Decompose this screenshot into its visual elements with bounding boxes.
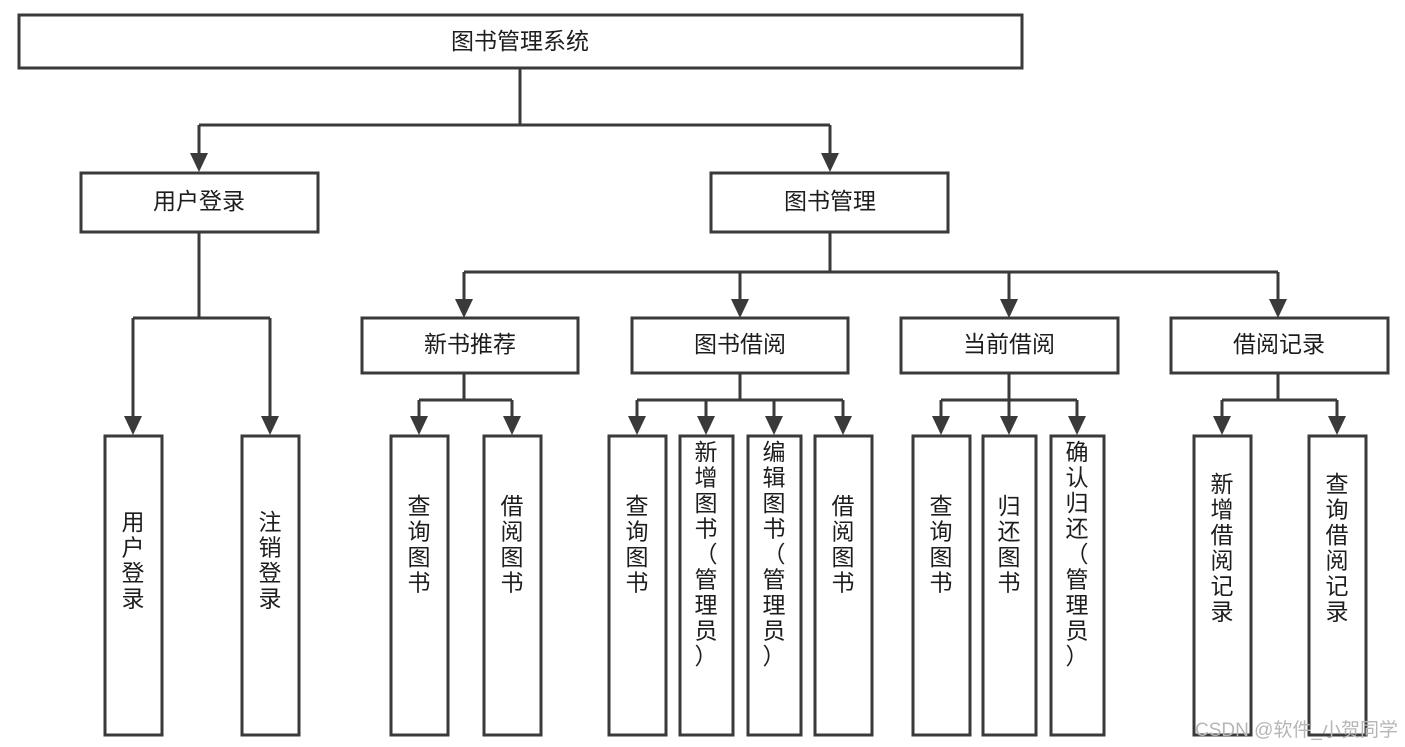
leaf-borrow-edit-book-label: 编辑图书（管理员） bbox=[763, 439, 786, 669]
arrow-icon bbox=[932, 416, 950, 435]
leaf-record-add[interactable]: 新增借阅记录 bbox=[1192, 434, 1253, 737]
node-user-login-label: 用户登录 bbox=[153, 188, 245, 214]
leaf-borrow-borrow-book[interactable]: 借阅图书 bbox=[813, 434, 874, 737]
leaf-borrow-edit-book[interactable]: 编辑图书（管理员） bbox=[746, 434, 803, 737]
node-user-login[interactable]: 用户登录 bbox=[79, 171, 320, 234]
arrow-icon bbox=[1000, 299, 1018, 318]
arrow-icon bbox=[765, 416, 783, 435]
leaf-user-login[interactable]: 用户登录 bbox=[103, 434, 164, 737]
arrow-icon bbox=[455, 299, 473, 318]
leaf-current-confirm-return-label: 确认归还（管理员） bbox=[1066, 439, 1089, 669]
node-book-management-label: 图书管理 bbox=[784, 188, 876, 214]
arrow-icon bbox=[697, 416, 715, 435]
arrow-icon bbox=[1068, 416, 1086, 435]
leaf-borrow-query-book-label: 查询图书 bbox=[626, 493, 649, 596]
leaf-borrow-add-book-label: 新增图书（管理员） bbox=[695, 439, 718, 669]
node-root[interactable]: 图书管理系统 bbox=[17, 13, 1024, 70]
leaf-record-query-label: 查询借阅记录 bbox=[1326, 471, 1349, 625]
leaf-borrow-query-book[interactable]: 查询图书 bbox=[607, 434, 668, 737]
arrow-icon bbox=[834, 416, 852, 435]
node-current-borrow[interactable]: 当前借阅 bbox=[899, 316, 1120, 375]
arrow-icon bbox=[410, 416, 428, 435]
leaf-record-add-label: 新增借阅记录 bbox=[1211, 471, 1234, 625]
leaf-recommend-borrow-book-label: 借阅图书 bbox=[501, 493, 524, 596]
leaf-recommend-borrow-book[interactable]: 借阅图书 bbox=[482, 434, 543, 737]
node-book-borrow[interactable]: 图书借阅 bbox=[630, 316, 850, 375]
node-borrow-record-label: 借阅记录 bbox=[1233, 331, 1325, 357]
csdn-watermark: CSDN @软件_小贺同学 bbox=[1195, 719, 1398, 741]
leaf-recommend-query-book-label: 查询图书 bbox=[408, 493, 431, 596]
arrow-icon bbox=[124, 416, 142, 435]
arrow-icon bbox=[731, 299, 749, 318]
node-new-book-recommend[interactable]: 新书推荐 bbox=[360, 316, 580, 375]
leaf-borrow-borrow-book-label: 借阅图书 bbox=[832, 493, 855, 596]
leaf-current-query-book[interactable]: 查询图书 bbox=[911, 434, 972, 737]
arrow-icon bbox=[1269, 299, 1287, 318]
leaf-borrow-add-book[interactable]: 新增图书（管理员） bbox=[678, 434, 735, 737]
node-borrow-record[interactable]: 借阅记录 bbox=[1169, 316, 1390, 375]
arrow-icon bbox=[628, 416, 646, 435]
node-book-borrow-label: 图书借阅 bbox=[694, 331, 786, 357]
arrow-icon bbox=[821, 153, 839, 172]
leaf-logout[interactable]: 注销登录 bbox=[240, 434, 301, 737]
arrow-icon bbox=[1328, 416, 1346, 435]
leaf-recommend-query-book[interactable]: 查询图书 bbox=[389, 434, 450, 737]
node-new-book-recommend-label: 新书推荐 bbox=[424, 331, 516, 357]
leaf-logout-label: 注销登录 bbox=[259, 509, 282, 612]
arrow-icon bbox=[1213, 416, 1231, 435]
leaf-user-login-label: 用户登录 bbox=[122, 509, 145, 612]
node-book-management[interactable]: 图书管理 bbox=[709, 171, 950, 234]
leaf-record-query[interactable]: 查询借阅记录 bbox=[1307, 434, 1368, 737]
node-root-label: 图书管理系统 bbox=[451, 28, 589, 54]
leaf-current-return-book[interactable]: 归还图书 bbox=[981, 434, 1038, 737]
arrow-icon bbox=[190, 153, 208, 172]
node-current-borrow-label: 当前借阅 bbox=[963, 331, 1055, 357]
leaf-current-confirm-return[interactable]: 确认归还（管理员） bbox=[1049, 434, 1106, 737]
connector-layer bbox=[124, 68, 1346, 435]
leaf-current-return-book-label: 归还图书 bbox=[998, 493, 1021, 596]
arrow-icon bbox=[503, 416, 521, 435]
arrow-icon bbox=[1000, 416, 1018, 435]
leaf-current-query-book-label: 查询图书 bbox=[930, 493, 953, 596]
arrow-icon bbox=[261, 416, 279, 435]
